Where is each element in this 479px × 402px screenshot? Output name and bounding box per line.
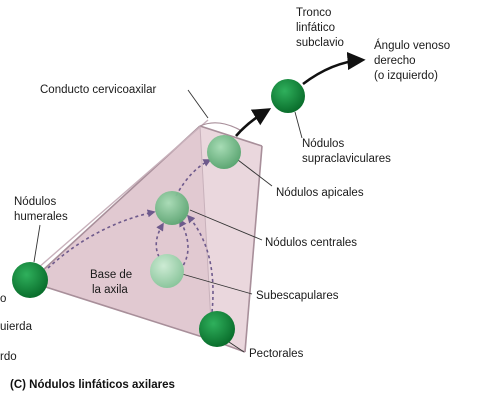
label-humerales-2: humerales <box>14 211 68 223</box>
label-left-fragment-2: uierda <box>0 321 33 333</box>
node-central <box>155 191 189 225</box>
node-supraclavicular <box>271 79 305 113</box>
label-base-1: Base de <box>90 269 132 281</box>
leader-centrales <box>189 209 263 241</box>
flow-humeral-to-central <box>47 209 156 269</box>
label-supraclaviculares-2: supraclaviculares <box>302 153 391 165</box>
label-tronco-1: Tronco <box>296 7 331 19</box>
label-centrales: Nódulos centrales <box>265 237 357 249</box>
node-pectoral <box>199 311 235 347</box>
label-supraclaviculares-1: Nódulos <box>302 138 344 150</box>
node-apical <box>207 135 241 169</box>
lymph-flow-arrows <box>47 159 214 313</box>
flow-base-to-central <box>155 222 164 263</box>
cervicoaxillary-canal <box>199 122 241 131</box>
label-angulo-2: derecho <box>374 55 416 67</box>
label-tronco-2: linfático <box>296 22 335 34</box>
label-subescapulares: Subescapulares <box>256 290 339 302</box>
label-apicales: Nódulos apicales <box>276 187 364 199</box>
node-subscapular <box>150 254 184 288</box>
flow-pectoral-to-central <box>186 214 214 313</box>
flow-central-to-apical <box>175 159 212 197</box>
label-conducto: Conducto cervicoaxilar <box>40 84 157 96</box>
node-humeral <box>12 262 48 298</box>
label-humerales-1: Nódulos <box>14 196 56 208</box>
leader-humerales <box>33 224 41 263</box>
arrow-to-venous-angle <box>302 51 366 86</box>
leader-supraclaviculares <box>294 111 303 139</box>
label-angulo-1: Ángulo venoso <box>374 39 450 52</box>
label-left-fragment-3: rdo <box>0 351 17 363</box>
label-base-2: la axila <box>92 284 128 296</box>
arrow-apical-to-supraclavicular <box>235 108 272 137</box>
leader-lines <box>33 89 303 353</box>
label-pectorales: Pectorales <box>249 348 304 360</box>
leader-conducto <box>187 89 209 119</box>
figure-caption: (C) Nódulos linfáticos axilares <box>10 379 175 391</box>
leader-apicales <box>237 159 273 187</box>
flow-subscap-to-central <box>179 218 189 271</box>
leader-subescapulares <box>181 273 253 295</box>
label-left-fragment-1: o <box>0 293 6 305</box>
label-angulo-3: (o izquierdo) <box>374 70 438 82</box>
label-tronco-3: subclavio <box>296 37 344 49</box>
